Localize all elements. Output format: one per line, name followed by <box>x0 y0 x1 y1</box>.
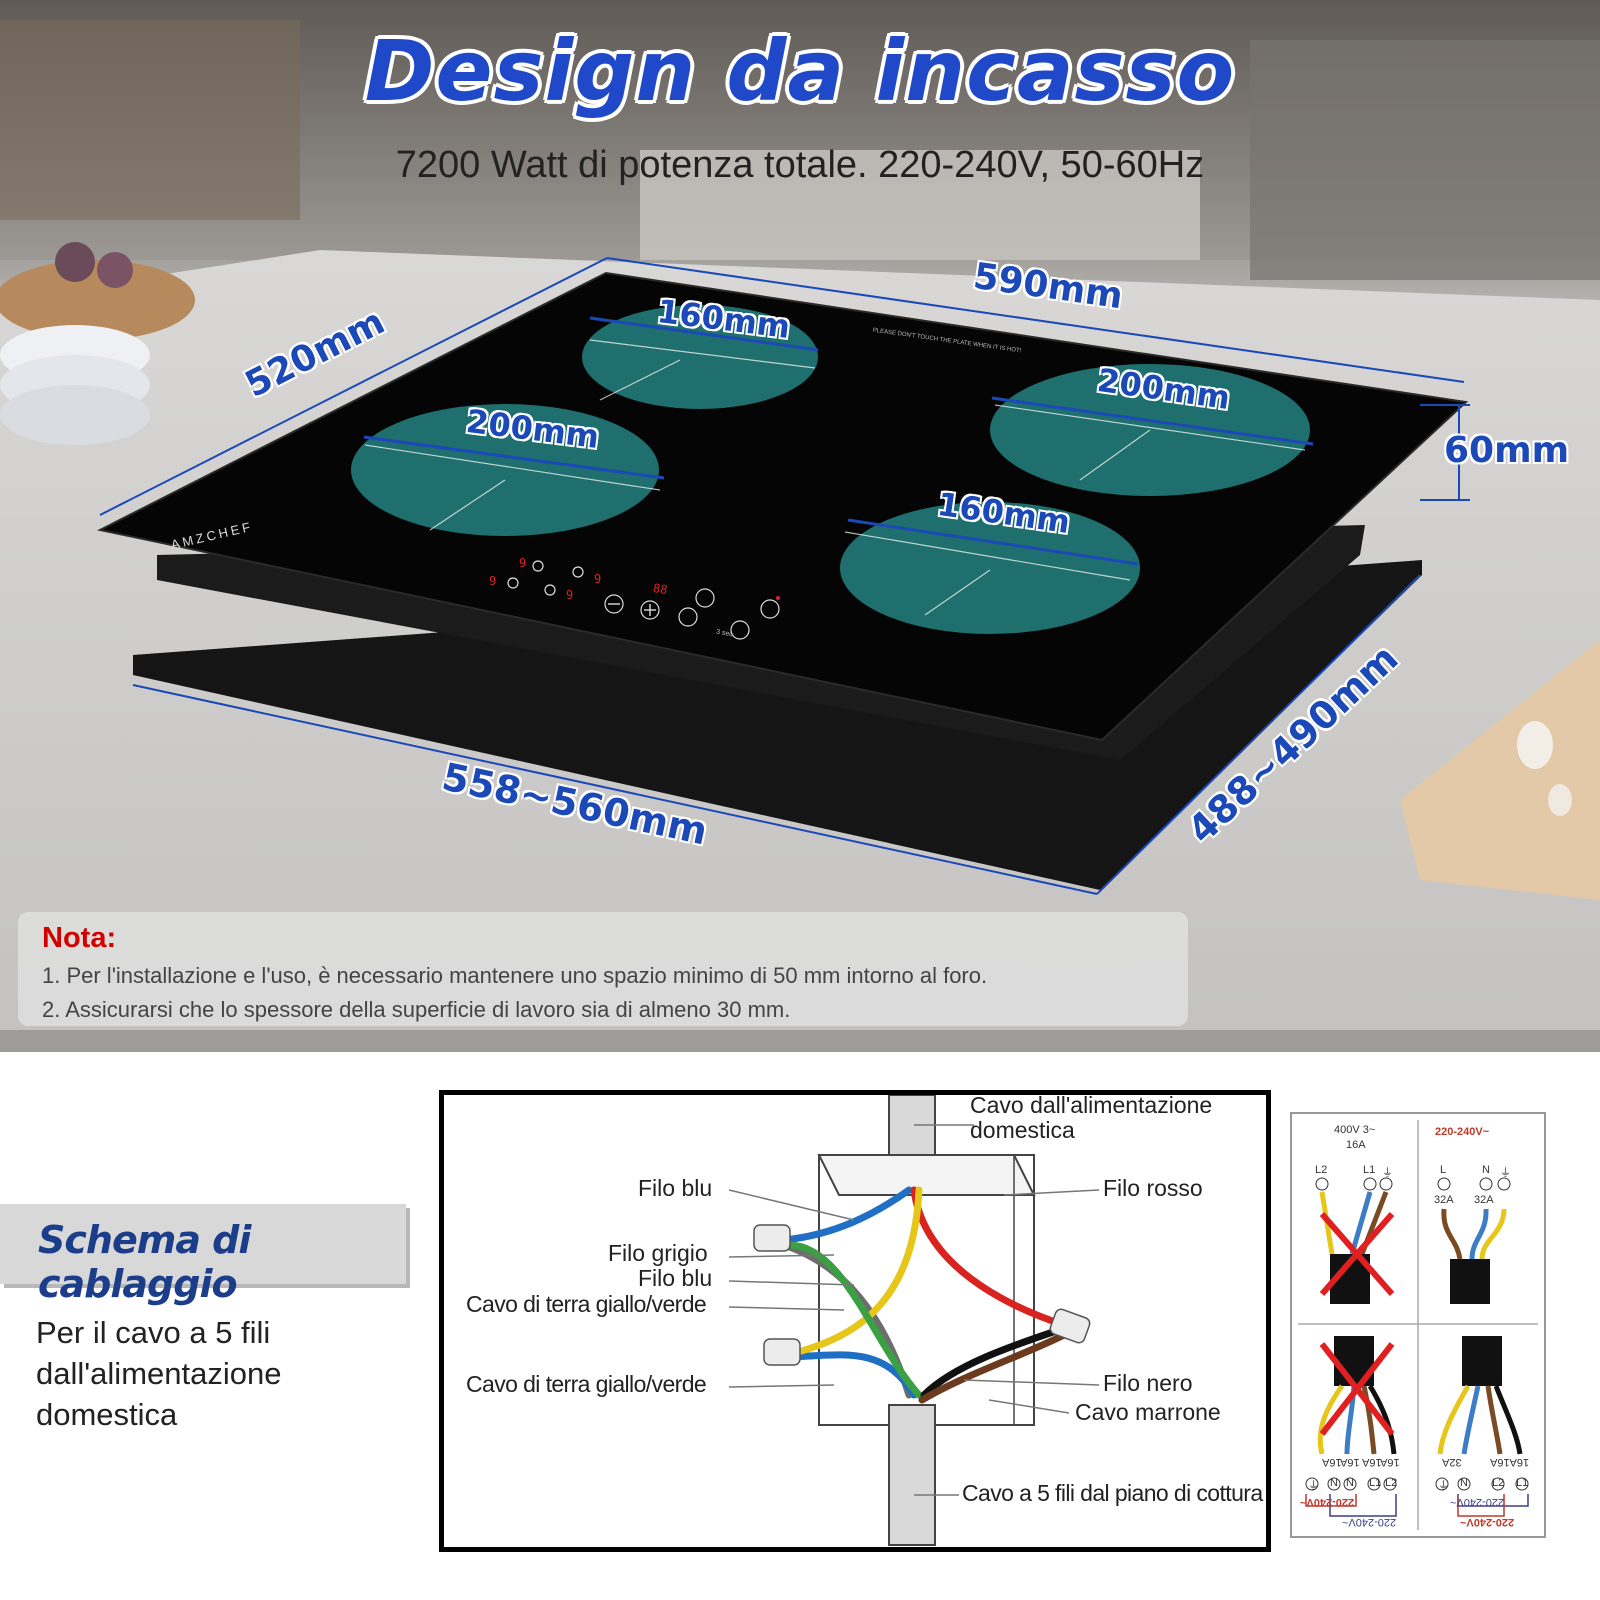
sofa-blur <box>1250 40 1600 280</box>
q2-fuse-1: 32A <box>1434 1194 1454 1206</box>
dimension-lines <box>99 257 1470 895</box>
yg1-wire <box>790 1186 923 1357</box>
q4-terminal-n: N <box>1460 1477 1468 1489</box>
counter-edge <box>0 1030 1600 1052</box>
label-earth-wire-2: Cavo di terra giallo/verde <box>466 1371 707 1397</box>
q3-fuse-2: 16A <box>1340 1456 1360 1468</box>
diagram-400v <box>1315 1177 1395 1304</box>
schema-banner: Schema di cablaggio <box>0 1204 406 1306</box>
q3-voltage-1: 220-240V~ <box>1300 1496 1355 1508</box>
q3-voltage-2: 220-240V~ <box>1342 1516 1397 1528</box>
svg-text:9: 9 <box>489 574 496 588</box>
q3-fuse-4: 16A <box>1380 1456 1400 1468</box>
connector-left-top <box>753 1224 791 1252</box>
plus-icon <box>640 600 660 620</box>
q3-terminal-l1: L1 <box>1369 1477 1382 1489</box>
q4-terminal-earth: ⏚ <box>1438 1480 1449 1492</box>
connection-diagrams: 400V 3~ 16A L2 L1 ⏚ 220-240V~ L N ⏚ 32A … <box>1290 1112 1546 1538</box>
q4-voltage-2: 220-240V~ <box>1460 1516 1515 1528</box>
brown-wire <box>918 1331 1068 1404</box>
q3-terminal-earth: ⏚ <box>1308 1480 1319 1492</box>
q2-voltage: 220-240V~ <box>1435 1126 1490 1138</box>
display-readout: 88 <box>651 580 669 598</box>
diagram-220v <box>1437 1177 1511 1304</box>
zone-back-left <box>582 305 818 409</box>
dim-height: 60mm <box>1444 430 1570 471</box>
black-wire <box>920 1326 1063 1399</box>
connector-left-bottom <box>763 1338 801 1366</box>
chair-blur <box>0 20 300 220</box>
q4-voltage-1: 220-240V~ <box>1450 1496 1505 1508</box>
junction-box <box>817 1154 1036 1196</box>
q3-terminal-n1: N <box>1330 1477 1338 1489</box>
page-subtitle: 7200 Watt di potenza totale. 220-240V, 5… <box>395 144 1205 186</box>
table-blur <box>640 150 1200 260</box>
wooden-bowl <box>0 260 195 340</box>
q2-fuse-2: 32A <box>1474 1194 1494 1206</box>
q4-fuse-2: 16A16A <box>1490 1456 1530 1468</box>
page-title: Design da incasso <box>364 22 1236 120</box>
schema-title: Schema di cablaggio <box>38 1218 251 1306</box>
zone-front-left <box>351 404 659 536</box>
power-icon <box>760 599 780 619</box>
q2-terminal-l: L <box>1440 1164 1447 1176</box>
control-panel: 9 9 9 9 <box>489 556 780 640</box>
bottom-pipe <box>888 1404 936 1546</box>
label-brown-wire: Cavo marrone <box>1075 1399 1221 1425</box>
lock-icon <box>730 620 750 640</box>
q1-terminal-l2: L2 <box>1315 1164 1328 1176</box>
zone-selector-icon <box>532 560 544 572</box>
yg2-wire <box>785 1241 923 1399</box>
q1-terminal-l1: L1 <box>1363 1164 1376 1176</box>
q4-fuse-1: 32A <box>1442 1456 1462 1468</box>
svg-text:9: 9 <box>566 588 573 602</box>
red-wire <box>910 1186 1068 1329</box>
garlic <box>1517 721 1553 769</box>
connection-grid <box>1298 1120 1538 1530</box>
diagram-dual-16a <box>1305 1336 1397 1517</box>
svg-text:9: 9 <box>519 556 526 570</box>
connector-right <box>1049 1308 1091 1344</box>
zone-front-right <box>840 502 1140 634</box>
schema-description: Per il cavo a 5 fili dall'alimentazione … <box>36 1315 282 1432</box>
label-house-cable: Cavo dall'alimentazione domestica <box>970 1092 1213 1143</box>
label-blue-wire-2: Filo blu <box>638 1265 713 1291</box>
q3-terminal-n2: N <box>1346 1477 1354 1489</box>
cutting-board <box>1400 640 1600 900</box>
label-blue-wire-1: Filo blu <box>638 1175 713 1201</box>
note-line-2: 2. Assicurarsi che lo spessore della sup… <box>42 997 791 1022</box>
q1-voltage: 400V 3~ <box>1334 1124 1376 1136</box>
junction-box-drawing <box>728 1095 1100 1546</box>
blue1-wire <box>780 1186 913 1244</box>
hero-photo: 9 9 9 9 Design da incasso 7200 Watt di p… <box>0 0 1600 1052</box>
svg-text:9: 9 <box>594 572 601 586</box>
wires <box>780 1186 1068 1404</box>
note-line-1: 1. Per l'installazione e l'uso, è necess… <box>42 963 988 988</box>
label-black-wire: Filo nero <box>1103 1370 1193 1396</box>
kitchen-scene: 9 9 9 9 <box>0 0 1600 1052</box>
q4-terminal-l1: L1 <box>1516 1477 1529 1489</box>
label-grey-wire: Filo grigio <box>608 1240 708 1266</box>
q3-terminal-l2: L2 <box>1385 1477 1398 1489</box>
diagram-combined <box>1435 1336 1529 1517</box>
q1-terminal-earth: ⏚ <box>1382 1167 1393 1179</box>
minus-icon <box>604 594 624 614</box>
fig <box>55 242 95 282</box>
label-hob-cable: Cavo a 5 fili dal piano di cottura <box>962 1480 1263 1506</box>
note-box: Nota: 1. Per l'installazione e l'uso, è … <box>18 912 1188 1026</box>
timer-icon <box>695 588 715 608</box>
q4-terminal-l2: L2 <box>1492 1477 1505 1489</box>
q1-current: 16A <box>1346 1139 1366 1151</box>
wiring-diagram: Cavo dall'alimentazione domestica Filo b… <box>439 1090 1271 1552</box>
leader-lines <box>728 1124 1100 1496</box>
boost-icon <box>678 607 698 627</box>
label-earth-wire-1: Cavo di terra giallo/verde <box>466 1291 707 1317</box>
q2-terminal-earth: ⏚ <box>1500 1167 1511 1179</box>
note-title: Nota: <box>42 922 117 954</box>
label-red-wire: Filo rosso <box>1103 1175 1203 1201</box>
q2-terminal-n: N <box>1482 1164 1490 1176</box>
